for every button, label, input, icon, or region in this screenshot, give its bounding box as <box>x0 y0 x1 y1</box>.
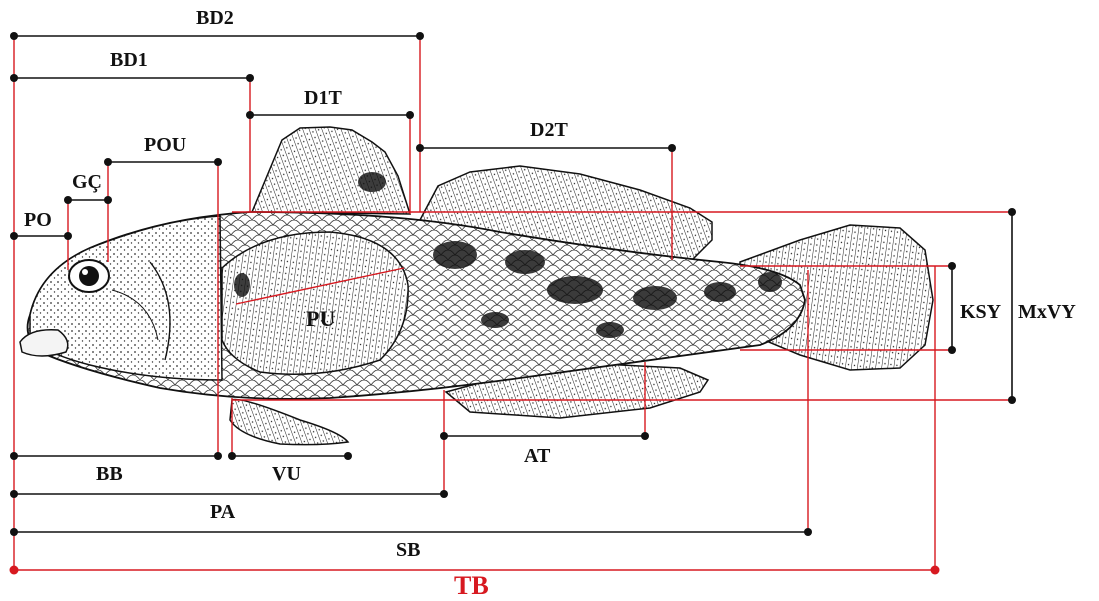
label-at: AT <box>524 445 551 467</box>
label-pou: POU <box>144 134 186 156</box>
label-gc: GÇ <box>72 171 102 193</box>
label-mxvy: MxVY <box>1018 301 1076 323</box>
pectoral-fin <box>222 232 408 374</box>
label-bd1: BD1 <box>110 49 148 71</box>
label-ksy: KSY <box>960 301 1002 323</box>
label-tb: TB <box>454 571 489 600</box>
label-po: PO <box>24 209 52 231</box>
fish-illustration <box>20 127 933 445</box>
label-bb: BB <box>96 463 123 485</box>
pelvic-fin <box>230 399 348 444</box>
label-d1t: D1T <box>304 87 342 109</box>
label-bd2: BD2 <box>196 7 234 29</box>
label-d2t: D2T <box>530 119 568 141</box>
label-pu: PU <box>306 306 335 331</box>
eye <box>69 260 109 292</box>
label-sb: SB <box>396 539 420 561</box>
label-vu: VU <box>272 463 301 485</box>
label-pa: PA <box>210 501 236 523</box>
first-dorsal-fin <box>252 127 410 214</box>
fish-head <box>30 216 222 380</box>
